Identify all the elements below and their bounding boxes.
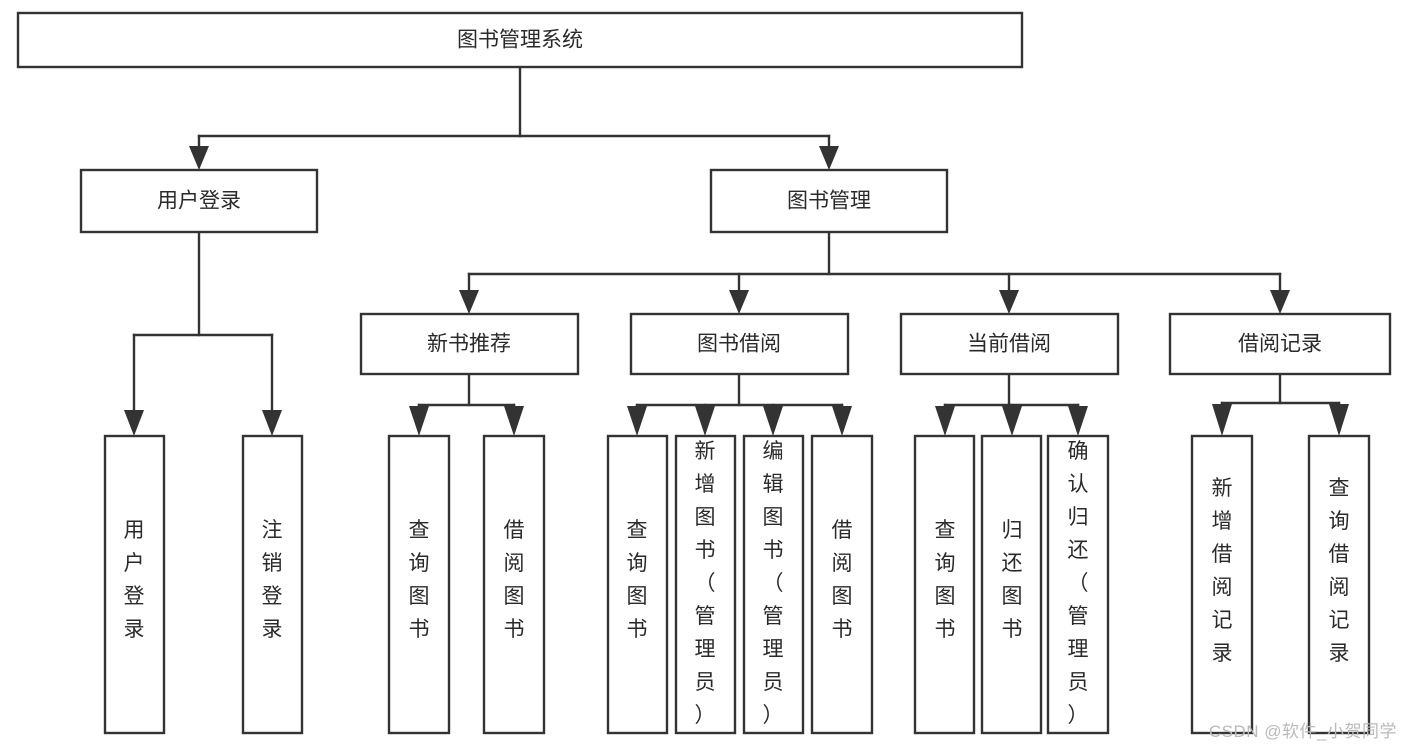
node-book-borrow[interactable]: 图书借阅 <box>629 312 850 376</box>
node-new-book-recommend[interactable]: 新书推荐 <box>359 312 580 376</box>
leaf-query-book-3[interactable]: 查询图书 <box>913 434 976 735</box>
watermark-text: CSDN @软件_小贺同学 <box>1208 722 1397 741</box>
leaf-borrow-book-1-label: 借阅图书 <box>504 519 525 641</box>
leaf-query-book-3-label: 查询图书 <box>935 519 956 641</box>
leaf-edit-book-label: 编辑图书（管理员） <box>763 440 784 727</box>
leaf-add-book-label: 新增图书（管理员） <box>695 440 716 727</box>
arrow-head-borrow-record <box>1270 290 1290 314</box>
arrow-head-new-book-recommend <box>459 290 479 314</box>
arrow-head-leaf-query-book-3 <box>935 406 955 436</box>
arrow-head-leaf-borrow-book-2 <box>832 406 852 436</box>
node-current-borrow-label: 当前借阅 <box>967 333 1051 356</box>
leaf-query-book-2-box[interactable] <box>606 434 669 735</box>
node-root[interactable]: 图书管理系统 <box>16 11 1024 69</box>
node-borrow-record-box[interactable] <box>1168 312 1392 376</box>
leaf-add-record-box[interactable] <box>1190 434 1254 735</box>
node-user-login[interactable]: 用户登录 <box>79 168 319 234</box>
arrow-head-current-borrow <box>999 290 1019 314</box>
node-new-book-recommend-box[interactable] <box>359 312 580 376</box>
arrow-head-book-borrow <box>729 290 749 314</box>
leaf-borrow-book-2[interactable]: 借阅图书 <box>810 434 874 735</box>
leaf-borrow-book-1-box[interactable] <box>482 434 546 735</box>
arrow-head-leaf-borrow-book-1 <box>504 406 524 436</box>
leaf-query-book-2-label: 查询图书 <box>627 519 648 641</box>
arrow-head-leaf-edit-book <box>763 406 783 436</box>
leaf-borrow-book-2-box[interactable] <box>810 434 874 735</box>
leaf-confirm-return-box[interactable] <box>1046 434 1110 735</box>
node-current-borrow-box[interactable] <box>899 312 1120 376</box>
arrow-head-leaf-query-record <box>1329 404 1349 436</box>
leaf-edit-book[interactable]: 编辑图书（管理员） <box>742 434 805 735</box>
arrow-head-leaf-add-record <box>1212 404 1232 436</box>
arrow-head-book-management <box>819 146 839 170</box>
arrow-head-user-login <box>189 146 209 170</box>
leaf-user-login-label: 用户登录 <box>124 519 145 641</box>
leaf-confirm-return-label: 确认归还（管理员） <box>1068 440 1089 727</box>
leaf-query-record[interactable]: 查询借阅记录 <box>1307 434 1371 735</box>
node-root-box[interactable] <box>16 11 1024 69</box>
leaf-add-book-box[interactable] <box>674 434 737 735</box>
leaf-add-record[interactable]: 新增借阅记录 <box>1190 434 1254 735</box>
leaf-query-record-box[interactable] <box>1307 434 1371 735</box>
node-book-management[interactable]: 图书管理 <box>709 168 949 234</box>
node-borrow-record-label: 借阅记录 <box>1238 333 1322 356</box>
leaf-return-book[interactable]: 归还图书 <box>980 434 1043 735</box>
leaf-query-book-2[interactable]: 查询图书 <box>606 434 669 735</box>
connector-layer <box>124 65 1349 436</box>
leaf-query-book-1-label: 查询图书 <box>409 519 430 641</box>
leaf-query-book-1[interactable]: 查询图书 <box>387 434 451 735</box>
leaf-logout-box[interactable] <box>241 434 304 735</box>
leaf-query-record-label: 查询借阅记录 <box>1329 477 1350 665</box>
node-user-login-box[interactable] <box>79 168 319 234</box>
arrow-head-leaf-logout <box>262 410 282 436</box>
leaf-logout-label: 注销登录 <box>262 519 283 641</box>
leaf-edit-book-box[interactable] <box>742 434 805 735</box>
arrow-head-leaf-user-login <box>124 410 144 436</box>
node-user-login-label: 用户登录 <box>157 190 241 213</box>
leaf-confirm-return[interactable]: 确认归还（管理员） <box>1046 434 1110 735</box>
node-root-label: 图书管理系统 <box>457 29 583 52</box>
leaf-return-book-box[interactable] <box>980 434 1043 735</box>
node-borrow-record[interactable]: 借阅记录 <box>1168 312 1392 376</box>
leaf-user-login-box[interactable] <box>103 434 166 735</box>
node-book-management-box[interactable] <box>709 168 949 234</box>
node-new-book-recommend-label: 新书推荐 <box>427 333 511 356</box>
leaf-query-book-1-box[interactable] <box>387 434 451 735</box>
leaf-logout[interactable]: 注销登录 <box>241 434 304 735</box>
node-book-borrow-label: 图书借阅 <box>697 333 781 356</box>
leaf-query-book-3-box[interactable] <box>913 434 976 735</box>
arrow-head-leaf-return-book <box>1002 406 1022 436</box>
node-current-borrow[interactable]: 当前借阅 <box>899 312 1120 376</box>
leaf-add-record-label: 新增借阅记录 <box>1212 477 1233 665</box>
leaf-borrow-book-1[interactable]: 借阅图书 <box>482 434 546 735</box>
arrow-head-leaf-query-book-2 <box>627 406 647 436</box>
leaf-add-book[interactable]: 新增图书（管理员） <box>674 434 737 735</box>
leaf-user-login[interactable]: 用户登录 <box>103 434 166 735</box>
leaf-return-book-label: 归还图书 <box>1002 519 1023 641</box>
node-book-borrow-box[interactable] <box>629 312 850 376</box>
node-book-management-label: 图书管理 <box>787 190 871 213</box>
arrow-head-leaf-query-book-1 <box>409 406 429 436</box>
arrow-head-leaf-add-book <box>695 406 715 436</box>
arrow-head-leaf-confirm-return <box>1068 406 1088 436</box>
leaf-borrow-book-2-label: 借阅图书 <box>832 519 853 641</box>
